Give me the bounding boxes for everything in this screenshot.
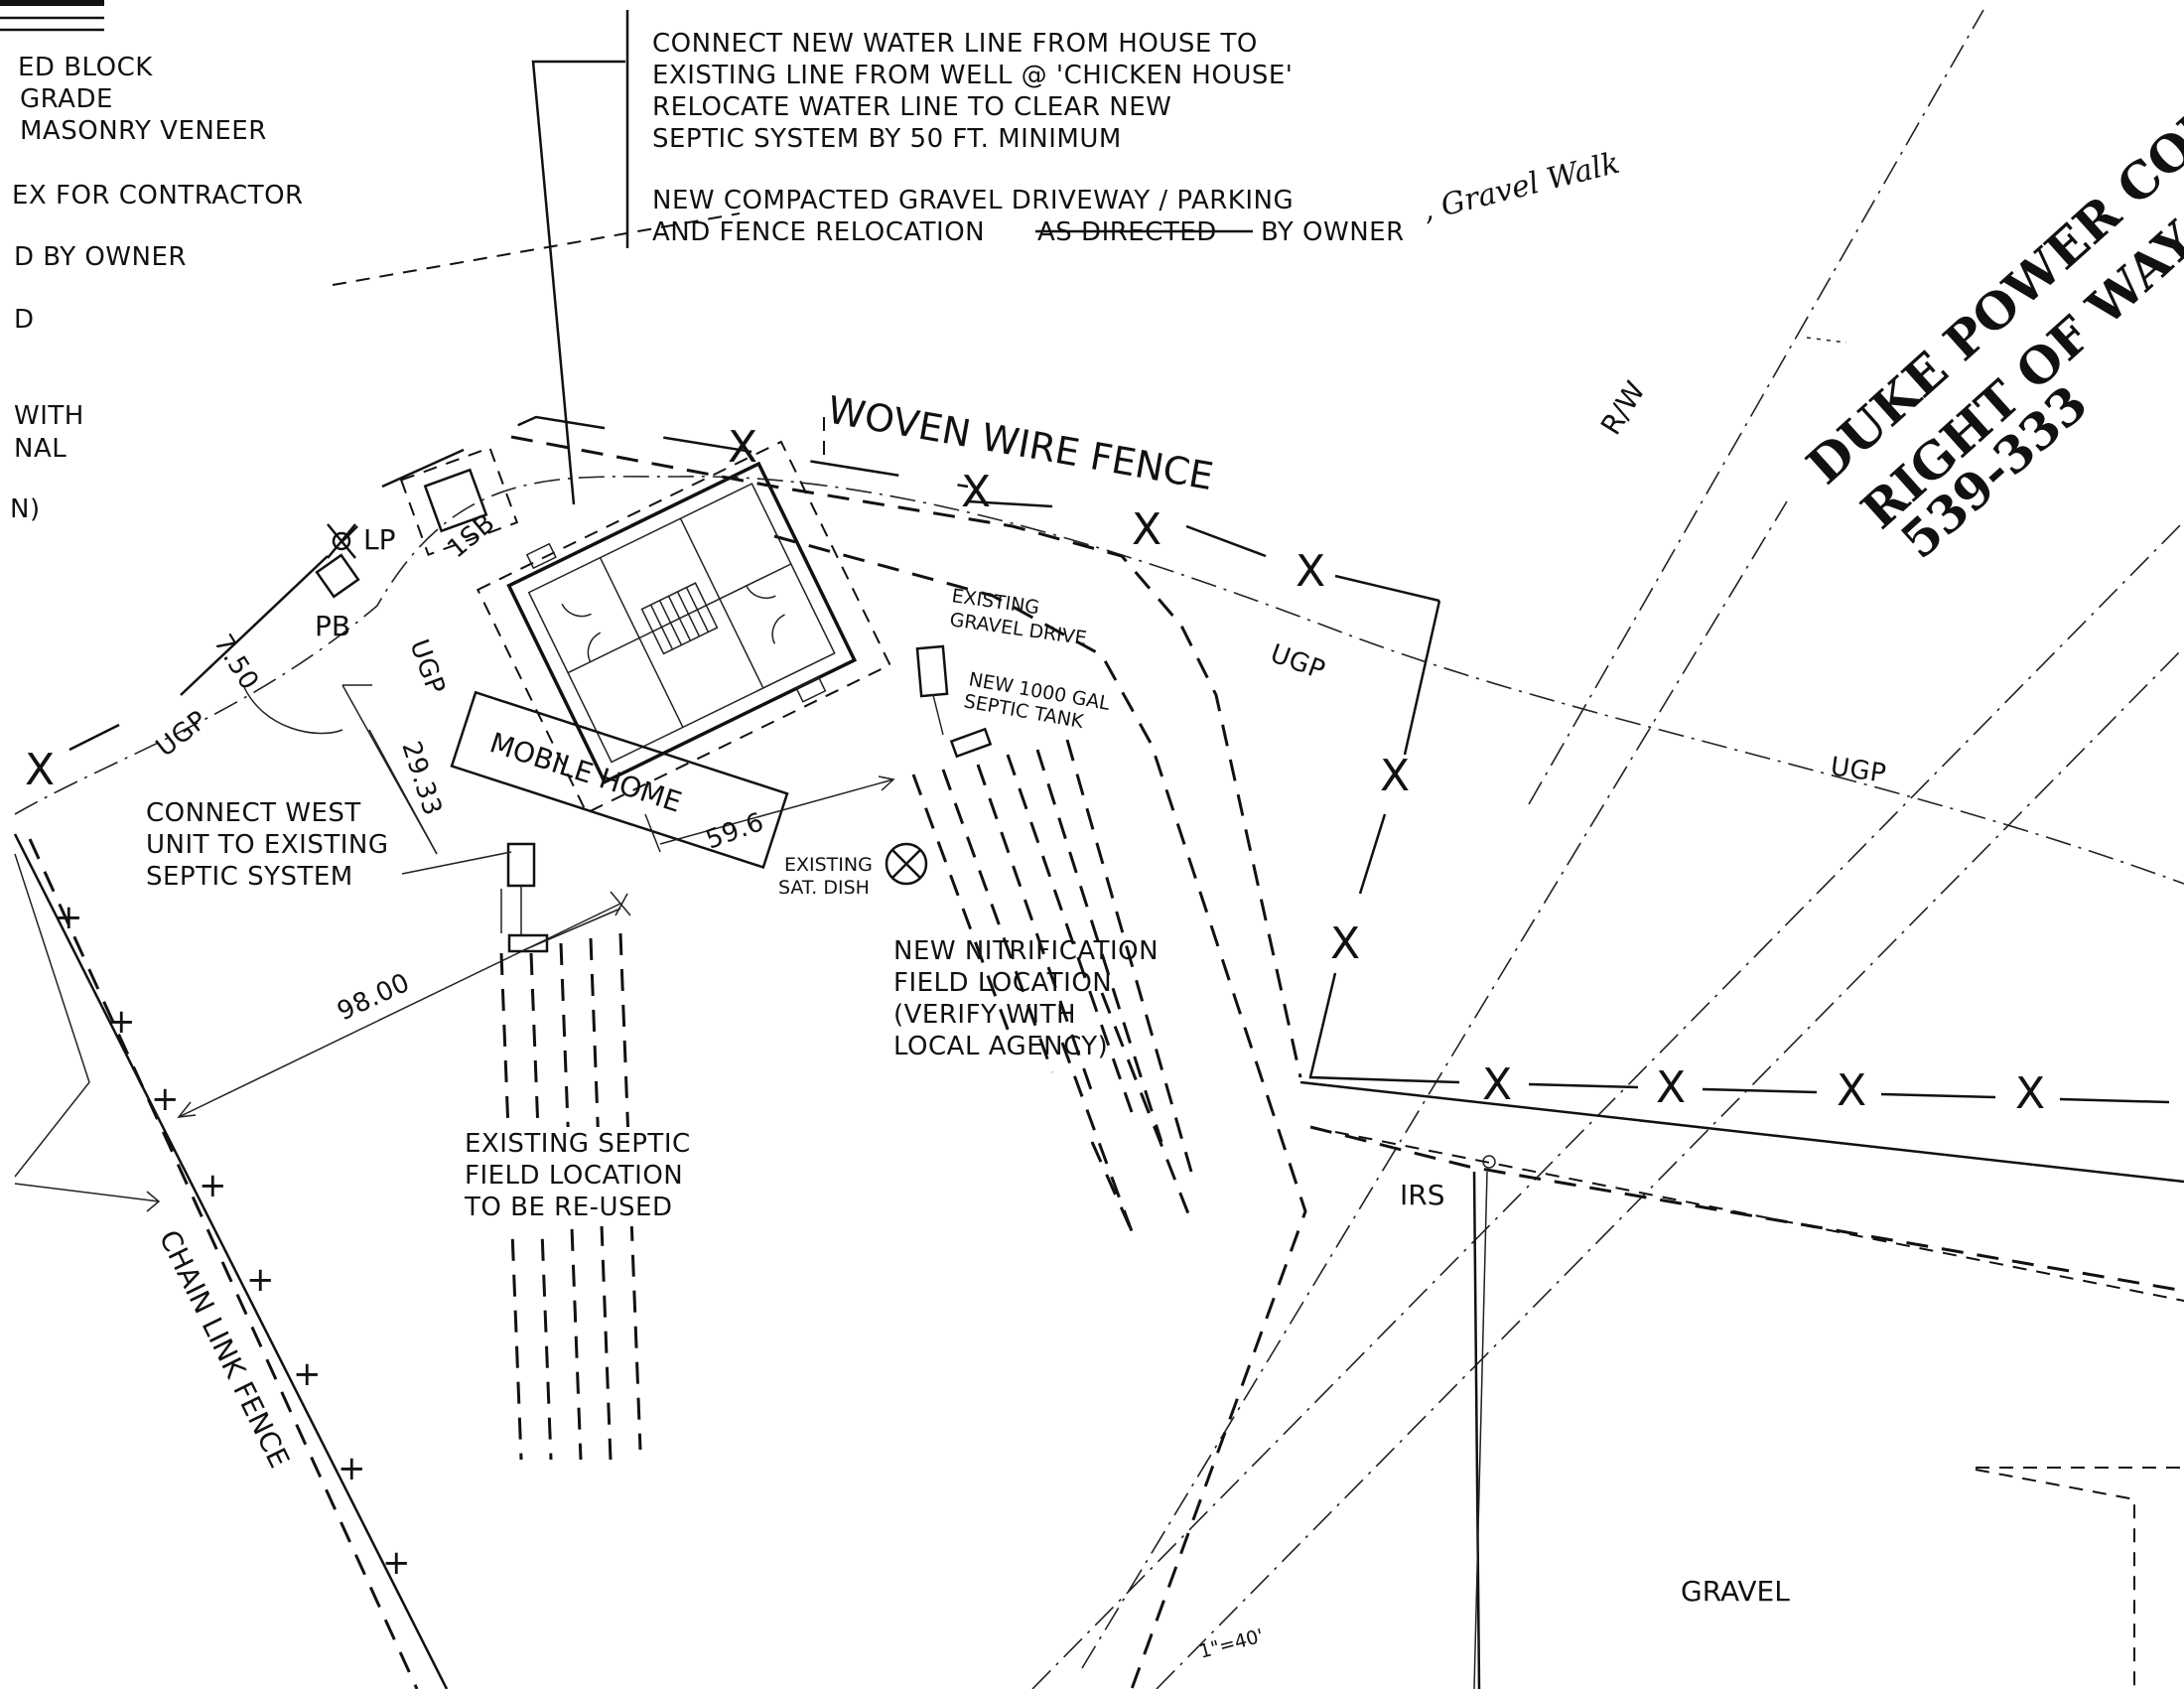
water-note-line-2: EXISTING LINE FROM WELL @ 'CHICKEN HOUSE… xyxy=(652,61,1293,90)
existing-septic-line-3: TO BE RE-USED xyxy=(464,1193,673,1222)
ugp-label-west: UGP xyxy=(151,705,213,763)
callout-notes: CONNECT WEST UNIT TO EXISTING SEPTIC SYS… xyxy=(146,798,1159,1226)
legend-text-8: NAL xyxy=(14,434,67,464)
dim-596: 59.6 xyxy=(702,807,768,856)
gravel-drive: EXISTING GRAVEL DRIVE xyxy=(510,417,2184,1689)
legend-text-5: D BY OWNER xyxy=(14,242,187,272)
driveway-note-line-1: NEW COMPACTED GRAVEL DRIVEWAY / PARKING xyxy=(652,186,1294,215)
property-lines xyxy=(13,212,2184,1689)
legend-text-4: EX FOR CONTRACTOR xyxy=(12,181,304,211)
fence-x-mark: X xyxy=(961,467,991,517)
satellite-dish: EXISTING SAT. DISH xyxy=(778,842,928,899)
fence-x-mark: X xyxy=(1837,1065,1866,1116)
fence-x-mark: X xyxy=(1132,504,1161,555)
misc-labels: IRS GRAVEL 1"=40' xyxy=(1197,1155,1790,1689)
nitrification-line-1: NEW NITRIFICATION xyxy=(893,936,1159,966)
dim-2933: 29.33 xyxy=(395,738,447,819)
nitrification-line-2: FIELD LOCATION xyxy=(893,968,1112,998)
driveway-note-line-2-start: AND FENCE RELOCATION xyxy=(652,217,985,247)
general-notes: CONNECT NEW WATER LINE FROM HOUSE TO EXI… xyxy=(531,10,1623,505)
legend-text-2: GRADE xyxy=(20,84,113,114)
legend-text-7: WITH xyxy=(14,401,84,431)
fence-x-mark: X xyxy=(1656,1062,1686,1113)
ugp-label-east: UGP xyxy=(1267,638,1329,685)
legend-text-9: N) xyxy=(10,494,41,524)
water-note-line-3: RELOCATE WATER LINE TO CLEAR NEW xyxy=(652,92,1171,122)
utility-items: LP PB 1SB xyxy=(315,446,519,642)
connect-west-line-1: CONNECT WEST xyxy=(146,798,361,828)
fence-x-mark: + xyxy=(382,1543,411,1583)
fence-x-mark: + xyxy=(151,1079,180,1119)
fence-x-mark: + xyxy=(293,1354,322,1394)
fence-x-mark: X xyxy=(2015,1068,2045,1119)
fence-x-mark: X xyxy=(728,422,757,473)
power-easement: R/W DUKE POWER COMPA RIGHT OF WAY 539-33… xyxy=(1031,9,2184,1689)
chain-link-fence: + + + + + + + + CHAIN LINK FENCE xyxy=(28,838,419,1689)
sb-label: 1SB xyxy=(442,508,500,565)
irs-label: IRS xyxy=(1400,1179,1445,1211)
legend-text-1: ED BLOCK xyxy=(18,53,153,82)
sat-dish-label-1: EXISTING xyxy=(784,854,873,876)
gravel-label: GRAVEL xyxy=(1681,1575,1790,1608)
fence-x-mark: X xyxy=(25,745,55,795)
fence-x-mark: X xyxy=(1482,1059,1512,1110)
right-of-way-label: R/W xyxy=(1594,375,1652,440)
new-nitrification-field xyxy=(911,739,1193,1232)
nitrification-line-3: (VERIFY WITH xyxy=(893,1000,1076,1030)
connect-west-line-2: UNIT TO EXISTING xyxy=(146,830,388,860)
legend-fragment: ED BLOCK GRADE MASONRY VENEER EX FOR CON… xyxy=(0,0,304,524)
house-footprint xyxy=(476,440,891,815)
nitrification-line-4: LOCAL AGENCY) xyxy=(893,1032,1108,1061)
pb-label: PB xyxy=(315,610,350,642)
legend-text-6: D xyxy=(14,305,35,335)
water-note-line-1: CONNECT NEW WATER LINE FROM HOUSE TO xyxy=(652,29,1258,59)
fence-x-mark: + xyxy=(107,1002,136,1042)
woven-wire-fence-label: WOVEN WIRE FENCE xyxy=(824,388,1216,499)
sat-dish-label-2: SAT. DISH xyxy=(778,877,870,899)
water-note-line-4: SEPTIC SYSTEM BY 50 FT. MINIMUM xyxy=(652,124,1122,154)
fence-x-mark: + xyxy=(199,1166,227,1205)
handwritten-gravel-walk: , Gravel Walk xyxy=(1419,146,1622,228)
fence-x-mark: X xyxy=(1296,546,1325,597)
scale-note: 1"=40' xyxy=(1197,1624,1267,1662)
fence-x-mark: X xyxy=(1380,751,1410,801)
legend-text-3: MASONRY VENEER xyxy=(20,116,267,146)
fence-x-mark: + xyxy=(55,898,83,937)
connect-west-line-3: SEPTIC SYSTEM xyxy=(146,862,353,892)
fence-x-mark: X xyxy=(1330,918,1360,969)
fence-x-mark: + xyxy=(246,1260,275,1300)
dim-9800: 98.00 xyxy=(333,968,414,1028)
fence-x-mark: + xyxy=(338,1449,366,1488)
driveway-note-line-2-end: BY OWNER xyxy=(1261,217,1405,247)
existing-septic-line-2: FIELD LOCATION xyxy=(465,1161,683,1191)
existing-septic-line-1: EXISTING SEPTIC xyxy=(465,1129,691,1159)
lp-label: LP xyxy=(363,523,395,556)
ugp-label-house: UGP xyxy=(403,635,450,698)
ugp-label-far-east: UGP xyxy=(1829,752,1888,789)
